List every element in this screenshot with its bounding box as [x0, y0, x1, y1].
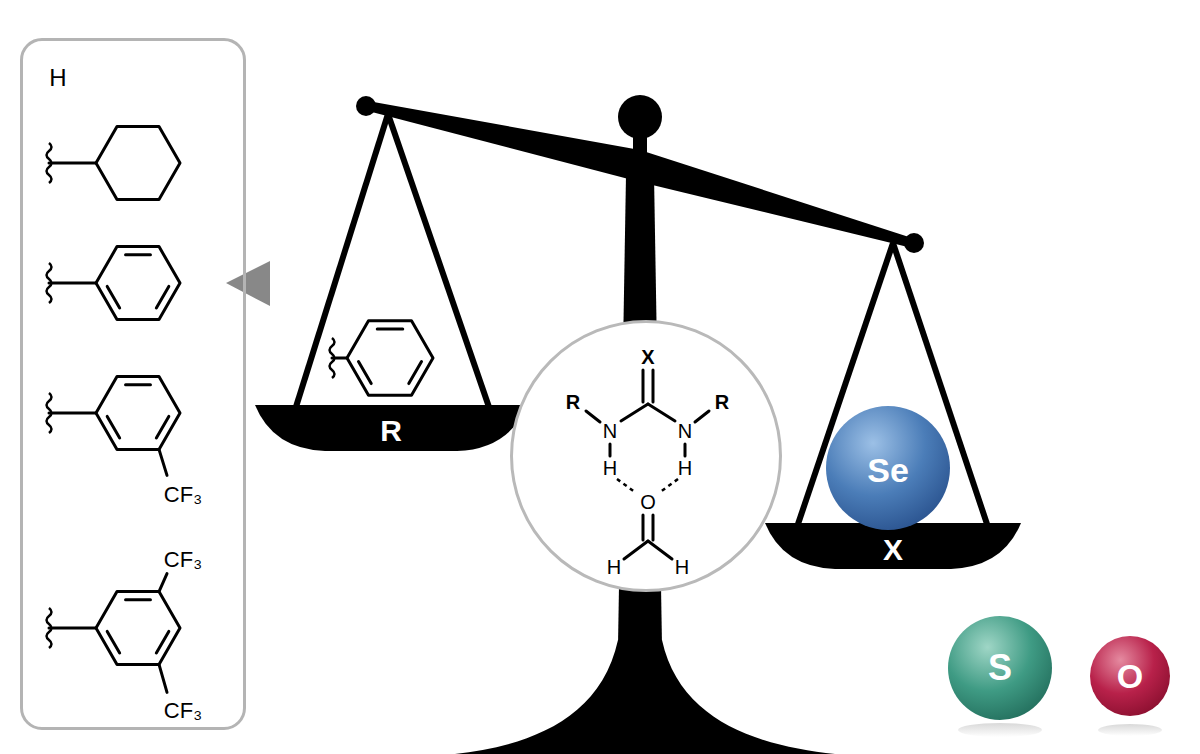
bond-line: [126, 253, 151, 256]
bond-line: [126, 598, 151, 601]
node-label: H: [49, 66, 66, 90]
bond-line: [332, 357, 347, 360]
node-label: Se: [867, 453, 909, 487]
node-label: H: [603, 458, 617, 478]
bond-line: [126, 383, 151, 386]
pan-dish: [255, 405, 527, 451]
ring: [96, 247, 180, 320]
bond-line: [617, 479, 636, 493]
node-label: S: [988, 650, 1012, 686]
ring: [96, 377, 180, 450]
sulfur-sphere: S: [948, 616, 1052, 720]
node-label: CF₃: [164, 700, 202, 722]
bond-line: [642, 515, 645, 540]
node-label: R: [380, 416, 402, 446]
ring: [347, 321, 433, 395]
bond-line: [159, 664, 167, 692]
bond-line: [156, 631, 168, 653]
bond-line: [156, 416, 168, 438]
node-label: H: [678, 458, 692, 478]
node-label: R: [566, 392, 580, 412]
bond-line: [358, 361, 371, 383]
node-label: O: [1117, 659, 1143, 693]
node-label: CF₃: [164, 484, 202, 506]
bond-line: [586, 411, 600, 422]
node-label: X: [883, 535, 903, 565]
ring: [96, 592, 180, 665]
bond-line: [652, 515, 655, 540]
bond-line: [159, 449, 167, 475]
bond-line: [107, 286, 119, 308]
bond-line: [648, 404, 675, 421]
bond-line: [624, 541, 648, 559]
bond-line: [49, 412, 96, 415]
pan-dish: [765, 523, 1021, 569]
bond-line: [107, 416, 119, 438]
bond-line: [652, 370, 655, 402]
node-label: CF₃: [164, 549, 202, 571]
bond-line: [695, 411, 709, 422]
node-label: X: [641, 347, 654, 367]
structure-drawing: [23, 41, 249, 733]
bond-line: [642, 370, 645, 402]
bond-line: [409, 361, 422, 383]
bond-line: [159, 574, 167, 592]
bond-line: [621, 404, 648, 421]
node-label: R: [715, 392, 729, 412]
bond-line: [156, 286, 168, 308]
ring: [96, 127, 180, 200]
node-label: H: [675, 557, 689, 577]
selenium-sphere: Se: [826, 406, 950, 530]
urea-circle: X R N N R H H O H H: [510, 320, 782, 592]
left-pan: R: [255, 405, 527, 451]
bond-line: [377, 327, 402, 330]
node-label: N: [678, 421, 692, 441]
bond-line: [659, 479, 678, 493]
bond-line: [49, 282, 96, 285]
substituent-panel: H CF₃ CF₃ CF₃: [20, 38, 246, 730]
bond-line: [648, 541, 672, 559]
node-label: N: [603, 421, 617, 441]
node-label: H: [607, 557, 621, 577]
bond-line: [684, 444, 687, 456]
bond-line: [49, 627, 96, 630]
bond-line: [609, 444, 612, 456]
bond-line: [49, 162, 96, 165]
oxygen-sphere: O: [1090, 636, 1170, 716]
bond-line: [107, 631, 119, 653]
right-pan: X: [765, 523, 1021, 569]
node-label: O: [640, 492, 656, 512]
